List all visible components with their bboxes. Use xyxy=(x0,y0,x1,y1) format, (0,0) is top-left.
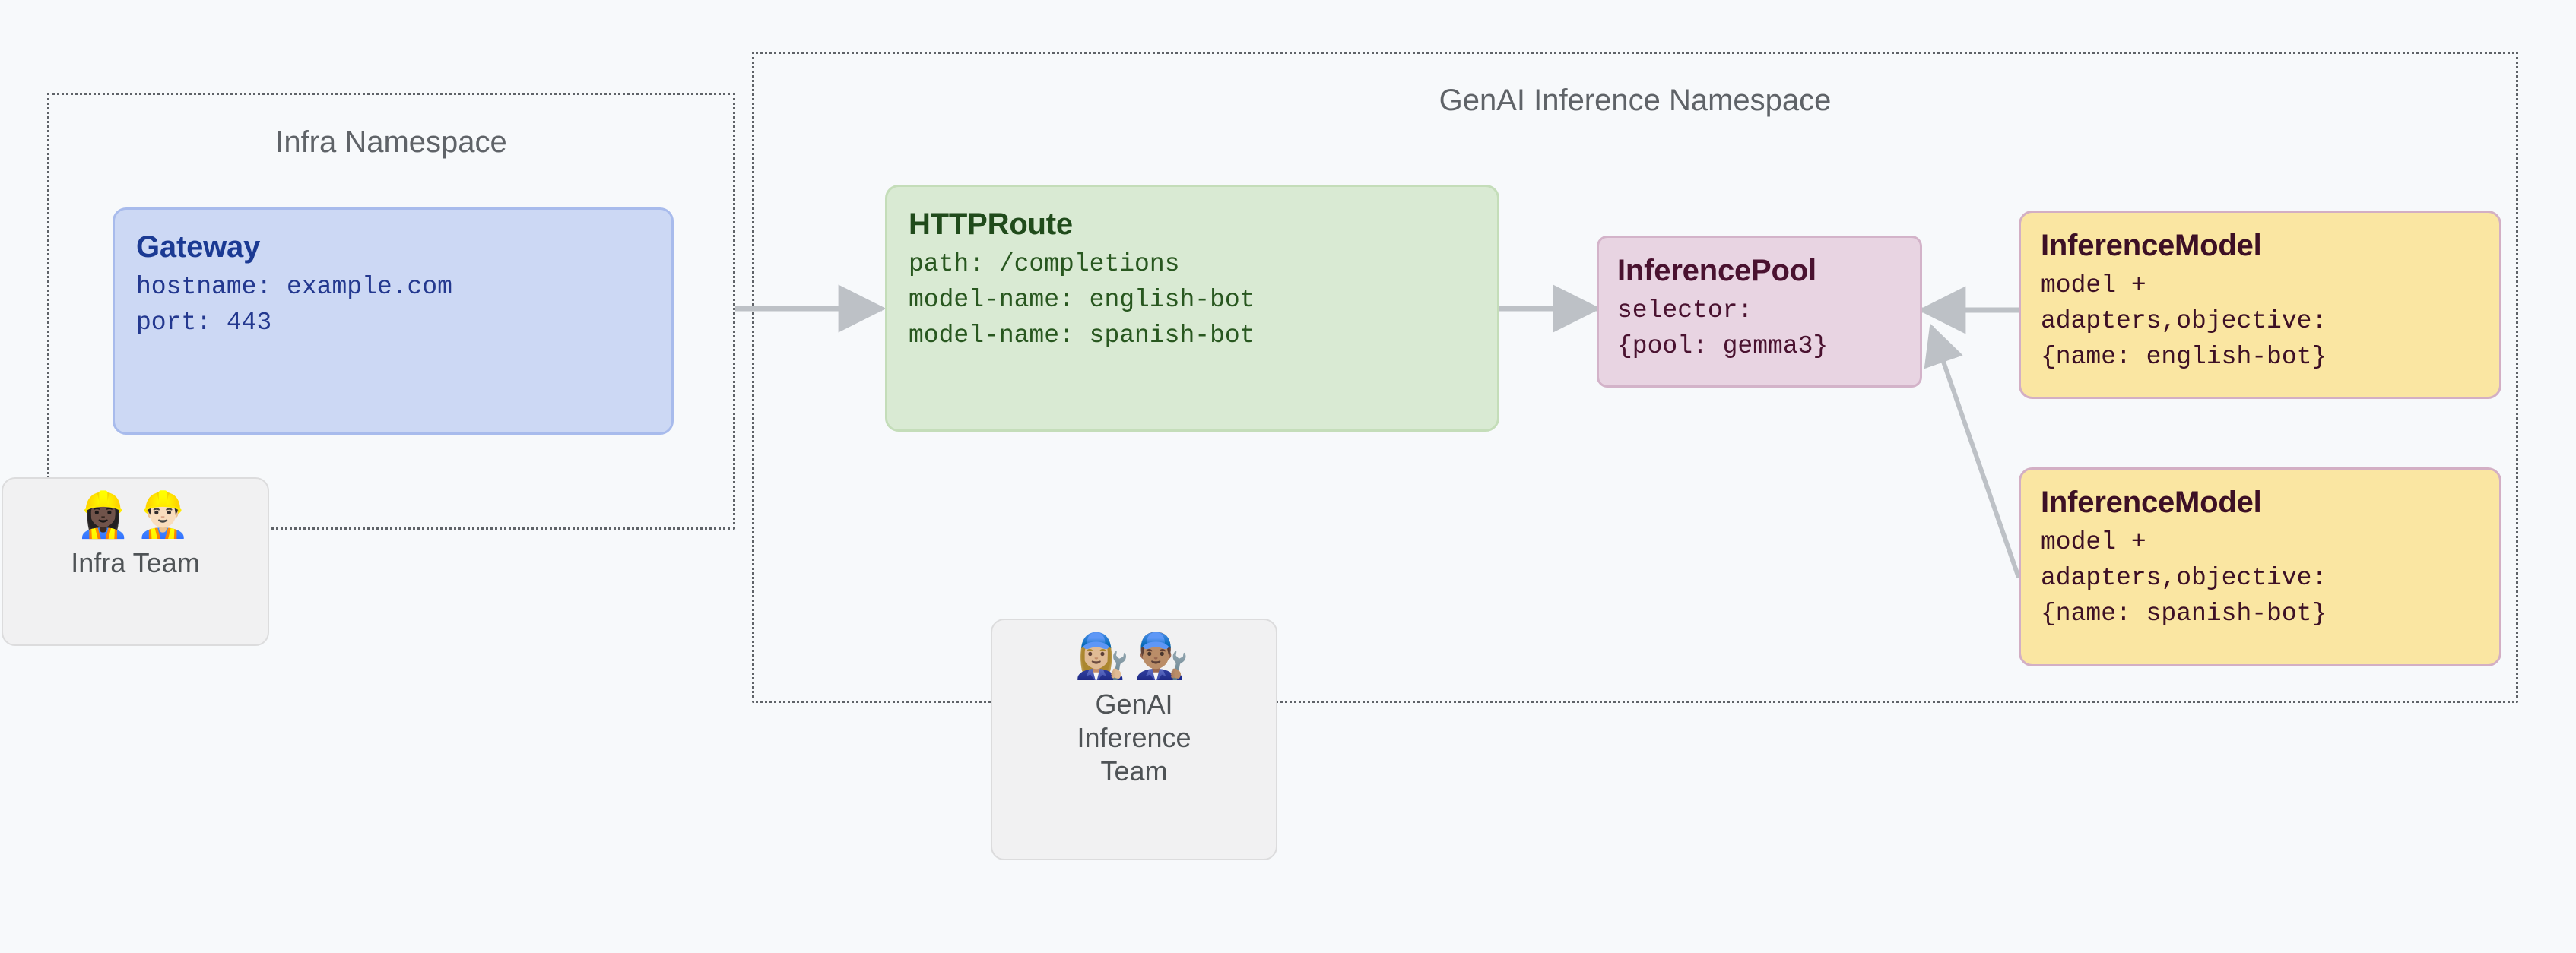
node-inferencemodel-spanish-body: model + adapters,objective: {name: spani… xyxy=(2041,528,2327,628)
node-inferencemodel-spanish[interactable]: InferenceModel model + adapters,objectiv… xyxy=(2019,467,2501,666)
node-inferencemodel-english-title: InferenceModel xyxy=(2041,229,2262,262)
team-card-genai[interactable]: 👩🏼‍🔧👨🏽‍🔧 GenAI Inference Team xyxy=(991,619,1277,860)
node-inferencemodel-english[interactable]: InferenceModel model + adapters,objectiv… xyxy=(2019,211,2501,399)
infra-team-label: Infra Team xyxy=(71,546,200,578)
node-gateway[interactable]: Gateway hostname: example.com port: 443 xyxy=(113,207,674,435)
infra-team-icons: 👷🏿‍♀️👷🏻‍♂️ xyxy=(75,490,195,540)
namespace-infra xyxy=(47,93,735,530)
node-inferencepool[interactable]: InferencePool selector: {pool: gemma3} xyxy=(1597,236,1922,388)
namespace-genai-title: GenAI Inference Namespace xyxy=(1439,84,1832,117)
node-httproute-body: path: /completions model-name: english-b… xyxy=(909,250,1255,350)
namespace-genai xyxy=(752,52,2518,703)
node-gateway-body: hostname: example.com port: 443 xyxy=(136,273,452,337)
node-httproute-title: HTTPRoute xyxy=(909,207,1073,241)
genai-team-label: GenAI Inference Team xyxy=(1077,688,1191,787)
team-card-infra[interactable]: 👷🏿‍♀️👷🏻‍♂️ Infra Team xyxy=(2,477,269,646)
node-inferencepool-title: InferencePool xyxy=(1617,254,1816,287)
namespace-infra-title: Infra Namespace xyxy=(275,125,507,159)
node-gateway-title: Gateway xyxy=(136,230,261,264)
node-inferencemodel-english-body: model + adapters,objective: {name: engli… xyxy=(2041,271,2327,371)
node-inferencemodel-spanish-title: InferenceModel xyxy=(2041,486,2262,519)
node-inferencepool-body: selector: {pool: gemma3} xyxy=(1617,296,1829,361)
genai-team-icons: 👩🏼‍🔧👨🏽‍🔧 xyxy=(1074,632,1194,681)
node-httproute[interactable]: HTTPRoute path: /completions model-name:… xyxy=(885,185,1499,432)
